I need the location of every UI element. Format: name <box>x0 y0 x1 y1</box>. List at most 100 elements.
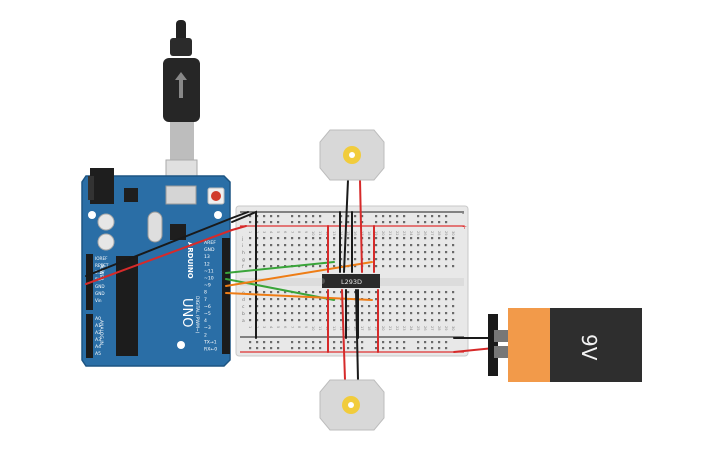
breadboard-hole <box>368 251 371 254</box>
breadboard-hole <box>354 265 357 268</box>
breadboard-hole <box>319 305 322 308</box>
breadboard-column-number: 28 <box>437 326 441 331</box>
breadboard-hole <box>312 265 315 268</box>
breadboard-hole <box>361 291 364 294</box>
breadboard-hole <box>256 305 259 308</box>
breadboard-hole <box>354 237 357 240</box>
breadboard-hole <box>417 312 420 315</box>
breadboard-hole <box>403 237 406 240</box>
breadboard-hole <box>424 258 427 261</box>
breadboard-hole <box>305 237 308 240</box>
breadboard-hole <box>256 251 259 254</box>
breadboard-hole <box>361 215 364 218</box>
analog-pin-label: A3 <box>95 337 101 343</box>
breadboard-hole <box>354 221 357 224</box>
breadboard-hole <box>270 265 273 268</box>
rail-minus-label: - <box>462 210 464 217</box>
breadboard-hole <box>438 319 441 322</box>
breadboard-hole <box>368 305 371 308</box>
analog-pin-label: A4 <box>95 344 101 350</box>
breadboard-hole <box>284 237 287 240</box>
digital-pin-label: 7 <box>204 297 207 303</box>
breadboard-column-number: 6 <box>283 231 287 234</box>
breadboard-hole <box>298 305 301 308</box>
breadboard-column-number: 11 <box>318 326 322 331</box>
breadboard-hole <box>340 237 343 240</box>
breadboard-hole <box>389 305 392 308</box>
breadboard-hole <box>354 244 357 247</box>
breadboard-hole <box>452 319 455 322</box>
breadboard-hole <box>319 265 322 268</box>
breadboard-hole <box>277 291 280 294</box>
breadboard-hole <box>375 215 378 218</box>
breadboard-column-number: 5 <box>276 231 280 233</box>
breadboard-hole <box>270 258 273 261</box>
breadboard-hole <box>249 291 252 294</box>
digital-pin-label: RX←0 <box>204 347 217 353</box>
breadboard-hole <box>256 258 259 261</box>
breadboard-hole <box>389 215 392 218</box>
breadboard-hole <box>382 265 385 268</box>
breadboard-hole <box>284 312 287 315</box>
breadboard-hole <box>277 341 280 344</box>
breadboard-hole <box>452 298 455 301</box>
breadboard-hole <box>445 319 448 322</box>
breadboard-hole <box>375 312 378 315</box>
breadboard-hole <box>347 258 350 261</box>
breadboard-hole <box>333 291 336 294</box>
breadboard-row-letter: d <box>242 297 245 303</box>
breadboard-hole <box>431 305 434 308</box>
breadboard-hole <box>305 265 308 268</box>
breadboard-hole <box>417 258 420 261</box>
digital-pin-label: ~9 <box>204 283 211 289</box>
breadboard-hole <box>431 221 434 224</box>
breadboard-hole <box>256 341 259 344</box>
breadboard-hole <box>347 221 350 224</box>
breadboard-hole <box>438 341 441 344</box>
breadboard-hole <box>424 347 427 350</box>
analog-pin-label: A5 <box>95 351 101 357</box>
breadboard-hole <box>424 221 427 224</box>
breadboard-hole <box>277 258 280 261</box>
breadboard-hole <box>347 347 350 350</box>
breadboard-hole <box>312 298 315 301</box>
breadboard-hole <box>382 312 385 315</box>
dc-motor-icon[interactable] <box>319 379 385 431</box>
dc-motor-icon[interactable] <box>319 129 385 181</box>
breadboard-hole <box>438 244 441 247</box>
breadboard-column-number: 29 <box>444 231 448 236</box>
breadboard-column-number: 21 <box>388 231 392 236</box>
breadboard-hole <box>452 251 455 254</box>
breadboard-hole <box>445 237 448 240</box>
breadboard-hole <box>340 221 343 224</box>
breadboard-hole <box>438 291 441 294</box>
arduino-uno-board[interactable]: ARDUINO UNO DIGITAL (PWM~) POWER ANALOG … <box>81 168 231 367</box>
breadboard-hole <box>298 215 301 218</box>
breadboard-hole <box>277 298 280 301</box>
breadboard-hole <box>263 251 266 254</box>
breadboard-hole <box>277 305 280 308</box>
breadboard-hole <box>431 265 434 268</box>
breadboard-hole <box>431 347 434 350</box>
breadboard-hole <box>361 341 364 344</box>
breadboard-hole <box>382 347 385 350</box>
breadboard-hole <box>263 221 266 224</box>
battery-9v-icon[interactable]: 9V <box>488 308 642 382</box>
breadboard-hole <box>424 291 427 294</box>
breadboard-hole <box>410 244 413 247</box>
breadboard-hole <box>396 221 399 224</box>
chip-icon[interactable]: L293D <box>322 274 380 288</box>
breadboard-hole <box>270 291 273 294</box>
breadboard-hole <box>340 244 343 247</box>
breadboard-hole <box>277 215 280 218</box>
digital-pin-label: GND <box>204 247 215 253</box>
breadboard-column-number: 24 <box>409 326 413 331</box>
breadboard-hole <box>389 298 392 301</box>
wire-gnd-black <box>231 210 257 339</box>
breadboard-hole <box>319 347 322 350</box>
breadboard-row-letter: j <box>241 236 243 242</box>
breadboard-hole <box>291 221 294 224</box>
breadboard-hole <box>445 221 448 224</box>
breadboard-hole <box>410 312 413 315</box>
